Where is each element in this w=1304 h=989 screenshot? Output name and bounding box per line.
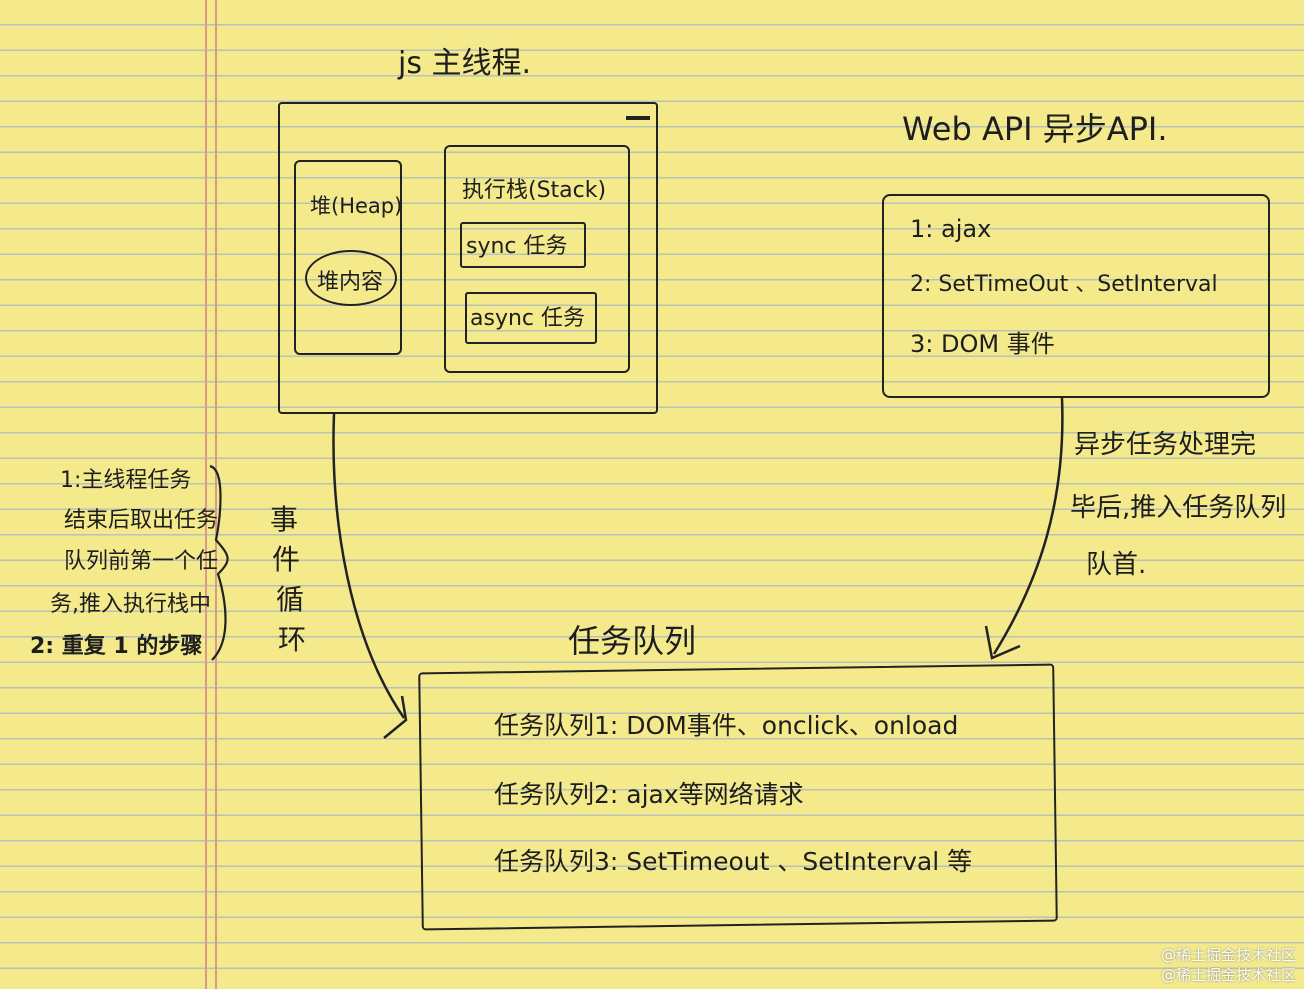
sync-task-label: sync 任务 [466, 234, 568, 259]
stack-label: 执行栈(Stack) [462, 178, 607, 203]
async-task-box [465, 292, 597, 344]
async-note-line-2: 毕后,推入任务队列 [1070, 493, 1287, 523]
event-loop-char-1: 事 [270, 503, 299, 536]
event-loop-char-4: 环 [278, 623, 307, 656]
web-api-item-3: 3: DOM 事件 [910, 330, 1055, 358]
async-note-line-1: 异步任务处理完 [1074, 430, 1257, 460]
main-thread-box [278, 102, 658, 414]
heap-label: 堆(Heap) [310, 194, 400, 218]
web-api-box [882, 194, 1270, 398]
heap-content-label: 堆内容 [317, 270, 384, 295]
loop-note-line-1: 1:主线程任务 [60, 468, 192, 493]
task-queue-title: 任务队列 [568, 622, 697, 660]
async-note-line-3: 队首. [1086, 550, 1147, 580]
web-api-arrowhead [984, 625, 1021, 660]
heap-content-oval [305, 250, 397, 306]
event-loop-char-2: 件 [272, 543, 301, 576]
task-queue-item-2: 任务队列2: ajax等网络请求 [494, 780, 804, 809]
loop-note-line-4: 务,推入执行栈中 [50, 592, 211, 617]
loop-note-brace [209, 464, 229, 661]
stack-box [444, 145, 630, 373]
watermark-2: @稀土掘金技术社区 [1160, 966, 1296, 984]
web-api-title: Web API 异步API. [902, 110, 1168, 148]
event-loop-char-3: 循 [276, 583, 305, 616]
heap-box [294, 160, 402, 355]
loop-note-line-2: 结束后取出任务 [64, 508, 219, 533]
loop-note-line-5: 2: 重复 1 的步骤 [30, 634, 203, 659]
sync-task-box [460, 222, 586, 268]
event-loop-arrowhead [383, 695, 408, 739]
web-api-arrow [992, 397, 1064, 655]
async-task-label: async 任务 [470, 306, 585, 331]
web-api-item-1: 1: ajax [910, 215, 992, 243]
web-api-item-2: 2: SetTimeOut 、SetInterval [910, 272, 1218, 297]
loop-note-line-3: 队列前第一个任 [64, 549, 219, 574]
watermark-1: @稀土掘金技术社区 [1160, 946, 1296, 964]
main-thread-title: js 主线程. [398, 46, 532, 81]
task-queue-item-3: 任务队列3: SetTimeout 、SetInterval 等 [494, 847, 973, 876]
event-loop-arrow [332, 413, 406, 719]
task-queue-item-1: 任务队列1: DOM事件、onclick、onload [494, 711, 959, 740]
